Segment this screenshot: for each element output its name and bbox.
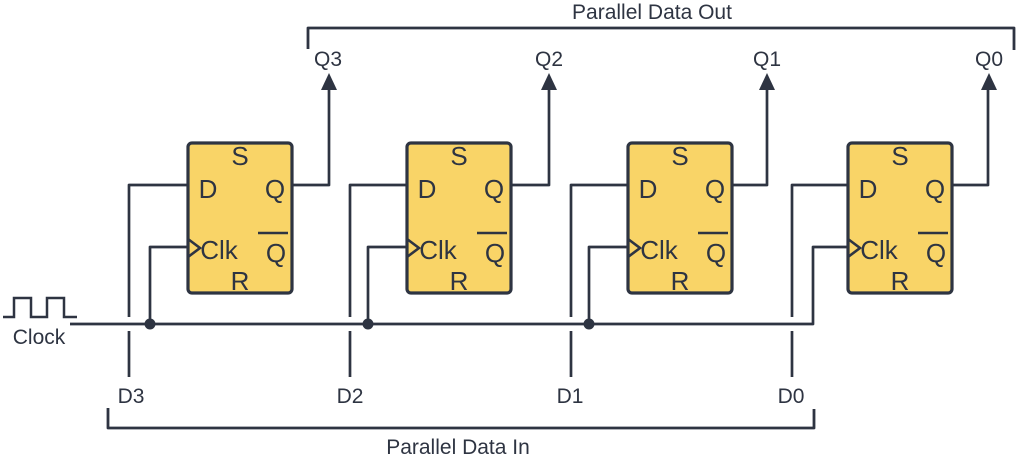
q1-label: Q1 xyxy=(753,48,781,71)
ff4-q-output-wire xyxy=(952,87,990,187)
clock-junction-dot-3 xyxy=(583,318,595,330)
parallel-data-out-group: Parallel Data Out xyxy=(306,1,1016,50)
ff4-d-input-wire xyxy=(790,183,848,377)
ff2-clock-edge-triangle-icon xyxy=(406,237,422,259)
parallel-data-out-label: Parallel Data Out xyxy=(572,1,732,24)
ff1-pin-out: Q xyxy=(265,174,285,204)
q0-label: Q0 xyxy=(975,48,1003,71)
ff2-pin-data: D xyxy=(418,174,437,204)
q1-arrow-up-icon xyxy=(759,73,775,90)
ff1-d-input-wire xyxy=(127,183,188,377)
ff4-pin-data: D xyxy=(859,174,878,204)
ff2-pin-out: Q xyxy=(484,174,504,204)
ff2-pin-out-inverted: Q xyxy=(485,238,505,268)
q2-arrow-up-icon xyxy=(541,73,557,90)
d2-label: D2 xyxy=(337,385,364,408)
q3-label: Q3 xyxy=(314,48,342,71)
d3-label: D3 xyxy=(118,385,145,408)
clock-source: Clock xyxy=(3,296,77,349)
ff2-clk-tap-wire xyxy=(366,245,407,322)
ff3-pin-clock: Clk xyxy=(640,235,679,265)
ff4-pin-set: S xyxy=(891,141,908,171)
flipflop-4: S D Q Clk Q R xyxy=(846,141,954,296)
clock-junction-dot-2 xyxy=(362,318,374,330)
ff4-clock-edge-triangle-icon xyxy=(847,237,863,259)
ff3-d-input-wire xyxy=(569,183,628,377)
ff4-pin-clock: Clk xyxy=(860,235,899,265)
flipflop-2-body xyxy=(405,141,513,295)
ff2-pin-clock: Clk xyxy=(419,235,458,265)
ff2-pin-reset: R xyxy=(450,266,469,296)
parallel-data-in-group: Parallel Data In xyxy=(106,408,816,459)
ff3-pin-set: S xyxy=(671,141,688,171)
ff1-clk-tap-wire xyxy=(148,245,188,322)
output-q2: Q2 xyxy=(535,48,563,90)
ff1-pin-reset: R xyxy=(231,266,250,296)
flipflop-2: S D Q Clk Q R xyxy=(405,141,513,296)
ff2-pin-set: S xyxy=(450,141,467,171)
ff2-d-input-wire xyxy=(348,183,407,377)
ff4-pin-out: Q xyxy=(925,174,945,204)
ff2-q-output-wire xyxy=(511,87,551,187)
q0-arrow-up-icon xyxy=(981,73,997,90)
ff3-clock-edge-triangle-icon xyxy=(627,237,643,259)
ff3-q-output-wire xyxy=(732,87,769,187)
ff1-pin-data: D xyxy=(199,174,218,204)
d0-label: D0 xyxy=(778,385,805,408)
flipflop-3: S D Q Clk Q R xyxy=(626,141,734,296)
ff1-pin-clock: Clk xyxy=(200,235,239,265)
ff3-pin-reset: R xyxy=(671,266,690,296)
ff4-pin-reset: R xyxy=(891,266,910,296)
q3-arrow-up-icon xyxy=(321,73,337,90)
clock-label: Clock xyxy=(13,326,66,349)
ff4-pin-out-inverted: Q xyxy=(926,238,946,268)
clock-bus-wire xyxy=(70,245,848,326)
parallel-data-in-bracket xyxy=(106,408,816,430)
parallel-data-out-bracket xyxy=(306,26,1016,50)
ff1-pin-set: S xyxy=(231,141,248,171)
d1-label: D1 xyxy=(557,385,584,408)
parallel-data-in-label: Parallel Data In xyxy=(386,436,530,459)
flipflop-3-body xyxy=(626,141,734,295)
ff1-q-output-wire xyxy=(292,87,331,187)
q2-label: Q2 xyxy=(535,48,563,71)
ff1-clock-edge-triangle-icon xyxy=(187,237,203,259)
ff3-pin-out-inverted: Q xyxy=(706,238,726,268)
clock-waveform-icon xyxy=(3,296,77,319)
ff1-pin-out-inverted: Q xyxy=(266,238,286,268)
output-q0: Q0 xyxy=(975,48,1003,90)
ff3-pin-data: D xyxy=(639,174,658,204)
flipflop-4-body xyxy=(846,141,954,295)
ff3-pin-out: Q xyxy=(705,174,725,204)
output-q1: Q1 xyxy=(753,48,781,90)
ff3-clk-tap-wire xyxy=(587,245,628,322)
flipflop-1: S D Q Clk Q R xyxy=(186,141,294,296)
clock-junction-dot-1 xyxy=(144,318,156,330)
output-q3: Q3 xyxy=(314,48,342,90)
flipflop-1-body xyxy=(186,141,294,295)
